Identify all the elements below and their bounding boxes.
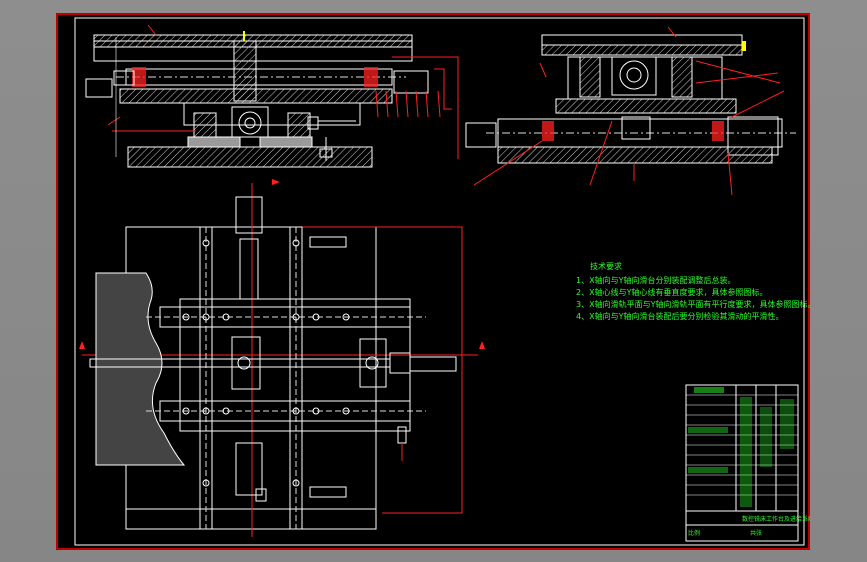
- drawing-sheet: 数控铣床工作台及进给系统设计 比例 共张 技术要求 1、X轴向与Y轴向滑台分别装…: [56, 13, 815, 550]
- title-block: 数控铣床工作台及进给系统设计 比例 共张: [685, 384, 810, 542]
- tech-requirement-3: 3、X轴向滑轨平面与Y轴向滑轨平面有平行度要求，具体参照图标。: [576, 300, 816, 309]
- plan-view: [79, 179, 485, 537]
- tech-requirement-4: 4、X轴向与Y轴向滑台装配后要分别检验其滑动的平滑性。: [576, 312, 784, 321]
- title-block-sheets: 共张: [750, 529, 762, 537]
- y-axis-side-view: [465, 26, 796, 196]
- outer-border: [56, 13, 810, 550]
- tech-requirement-1: 1、X轴向与Y轴向滑台分别装配调整后总装。: [576, 276, 736, 285]
- tech-requirement-2: 2、X轴心线与Y轴心线有垂直度要求，具体参照图标。: [576, 288, 768, 297]
- technical-requirements: 技术要求 1、X轴向与Y轴向滑台分别装配调整后总装。 2、X轴心线与Y轴心线有垂…: [576, 261, 821, 323]
- assembly-drawing: 数控铣床工作台及进给系统设计 比例 共张: [56, 13, 810, 550]
- inner-border: [74, 17, 805, 546]
- tech-requirements-title: 技术要求: [590, 262, 622, 271]
- x-axis-front-view: [85, 24, 459, 168]
- title-block-title: 数控铣床工作台及进给系统设计: [742, 515, 810, 523]
- title-block-scale: 比例: [688, 529, 700, 537]
